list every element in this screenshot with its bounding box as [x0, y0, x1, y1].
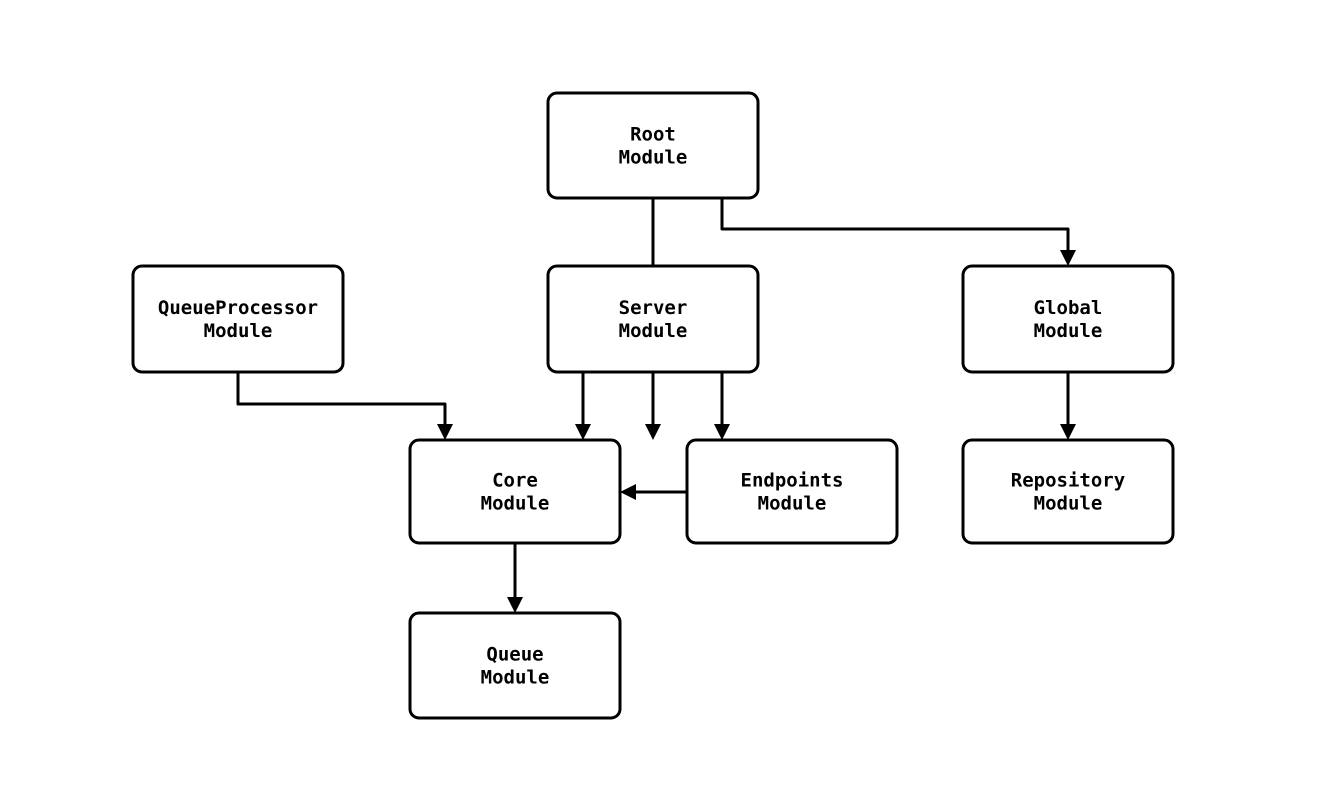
server-module-node-label-line1: Server — [619, 297, 688, 319]
edge-queueprocessor-to-core — [236, 372, 453, 440]
global-module-node-label-line1: Global — [1034, 297, 1103, 319]
edge-endpoints-to-core — [620, 484, 687, 500]
edge-server-to-core — [575, 372, 591, 440]
queue-module-node-box[interactable] — [408, 611, 622, 720]
edge-root-to-server-arrowhead-icon — [645, 424, 661, 440]
endpoints-module-node-label-line2: Module — [758, 493, 827, 515]
root-module-node-box[interactable] — [546, 91, 760, 200]
core-module-node-box[interactable] — [408, 438, 622, 545]
server-module-node-label-line2: Module — [619, 320, 688, 342]
root-module-node-label-line1: Root — [630, 124, 676, 146]
edge-global-to-repository-arrowhead-icon — [1060, 424, 1076, 440]
edge-endpoints-to-core-arrowhead-icon — [620, 484, 636, 500]
queueprocessor-module-node-label-line1: QueueProcessor — [158, 297, 318, 319]
server-module-node-box[interactable] — [546, 264, 760, 374]
edge-server-to-endpoints — [714, 372, 730, 440]
edge-root-to-global-arrowhead-icon — [1060, 250, 1076, 266]
root-module-node-label-line2: Module — [619, 147, 688, 169]
endpoints-module-node-label-line1: Endpoints — [741, 470, 844, 492]
edge-core-to-queue-arrowhead-icon — [507, 597, 523, 613]
global-module-node-label-line2: Module — [1034, 320, 1103, 342]
repository-module-node-label-line2: Module — [1034, 493, 1103, 515]
edge-root-to-global — [720, 198, 1076, 266]
edge-server-to-endpoints-arrowhead-icon — [714, 424, 730, 440]
repository-module-node-box[interactable] — [961, 438, 1175, 545]
edge-queueprocessor-to-core-arrowhead-icon — [437, 424, 453, 440]
endpoints-module-node-box[interactable] — [685, 438, 899, 545]
edge-global-to-repository — [1060, 372, 1076, 440]
queueprocessor-module-node-box[interactable] — [131, 264, 345, 374]
queue-module-node-label-line2: Module — [481, 667, 550, 689]
nodes-layer: RootModuleQueueProcessorModuleServerModu… — [131, 91, 1175, 720]
edge-root-to-global-line — [720, 198, 1070, 251]
edge-core-to-queue — [507, 543, 523, 613]
queueprocessor-module-node-label-line2: Module — [204, 320, 273, 342]
global-module-node-box[interactable] — [961, 264, 1175, 374]
core-module-node-label-line1: Core — [492, 470, 538, 492]
core-module-node-label-line2: Module — [481, 493, 550, 515]
edges-layer — [236, 198, 1076, 613]
queue-module-node-label-line1: Queue — [486, 644, 543, 666]
repository-module-node-label-line1: Repository — [1011, 470, 1125, 492]
edge-server-to-core-arrowhead-icon — [575, 424, 591, 440]
edge-queueprocessor-to-core-line — [236, 372, 447, 425]
